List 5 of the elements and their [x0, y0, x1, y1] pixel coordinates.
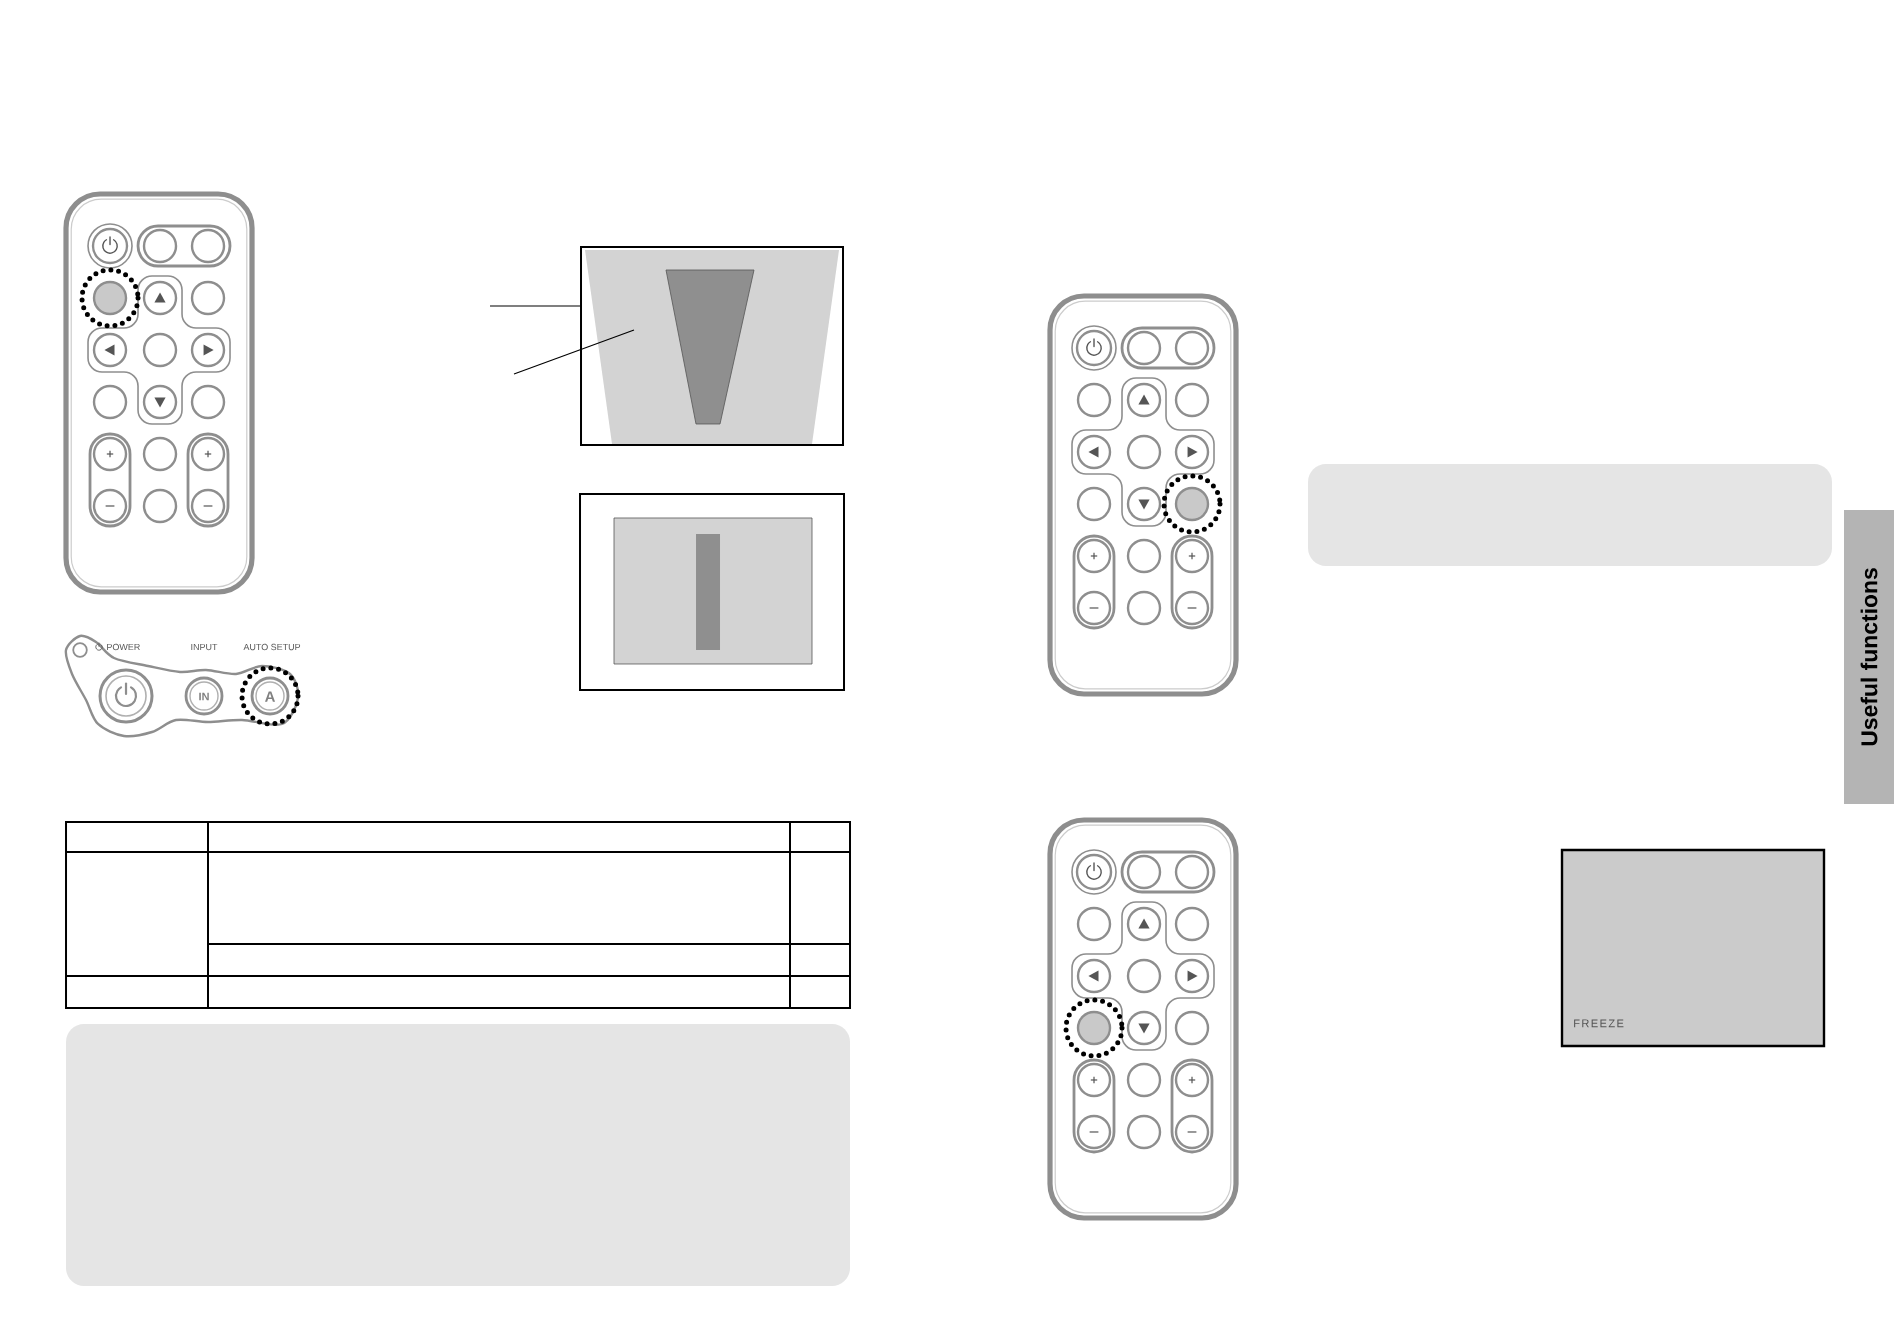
note-box	[1308, 464, 1832, 566]
side-tab: Useful functions	[1844, 510, 1894, 804]
leader-line	[489, 305, 581, 307]
note-box	[66, 1024, 850, 1286]
leader-line	[513, 329, 635, 375]
